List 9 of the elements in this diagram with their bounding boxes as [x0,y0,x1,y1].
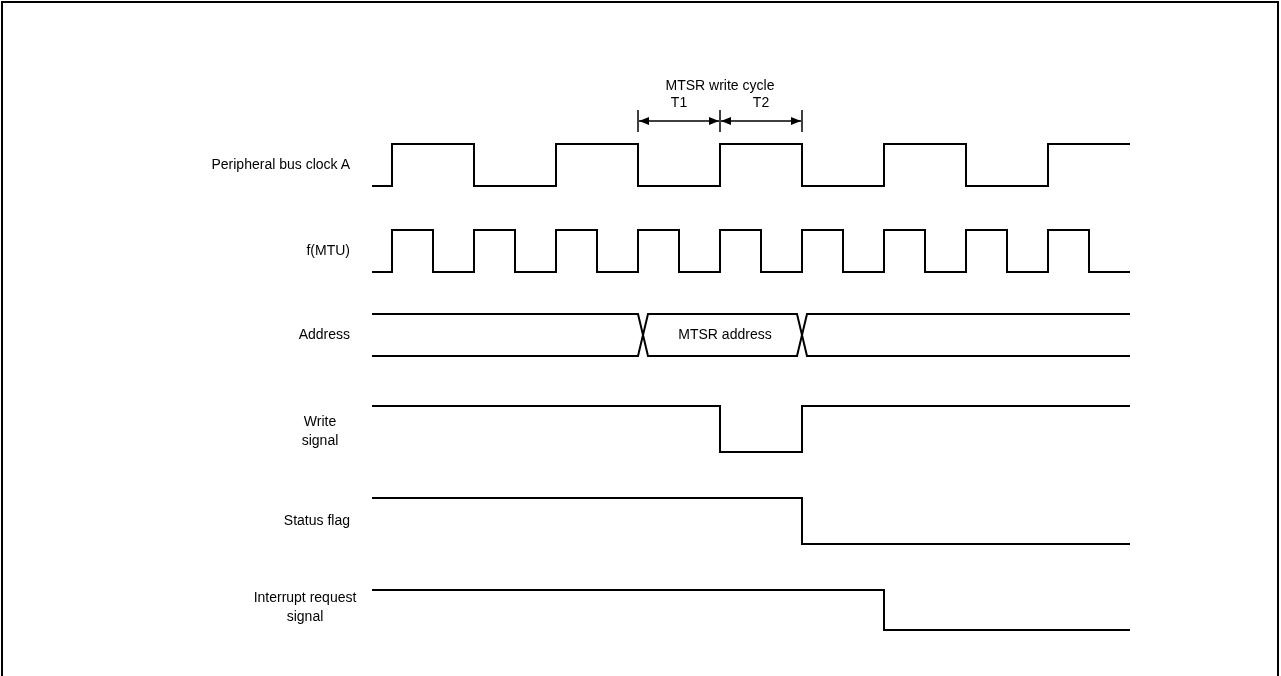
signal-label: Address [297,325,350,344]
signal-label: f(MTU) [305,241,350,260]
signal-label: Write signal [300,412,340,450]
interval-label: T1 [669,93,689,112]
signal-label: Status flag [282,511,350,530]
cycle-label: MTSR write cycle [664,76,776,95]
signal-label: Peripheral bus clock A [210,155,350,174]
interval-label: T2 [751,93,771,112]
signal-label: Interrupt request signal [252,588,358,626]
